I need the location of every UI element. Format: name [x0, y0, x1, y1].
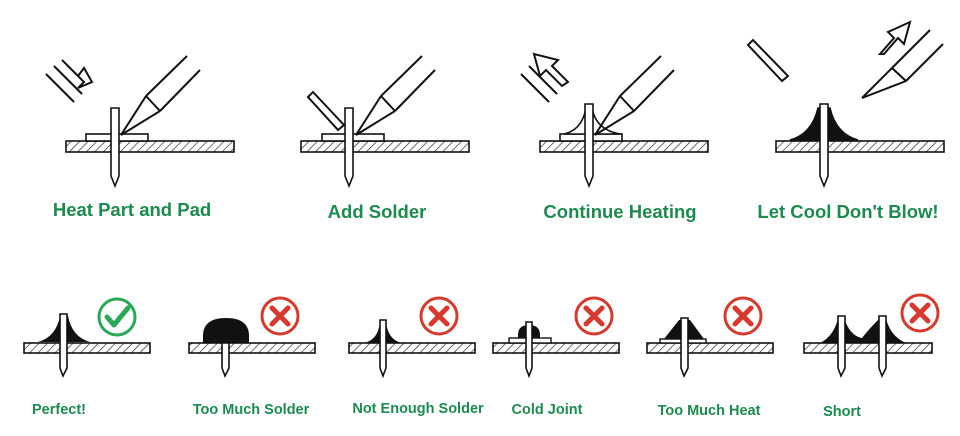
step-let-cool-illustration [746, 20, 945, 189]
step-heat-illustration [45, 55, 235, 189]
result-label-perfect: Perfect! [32, 402, 86, 418]
soldering-iron-icon [594, 55, 675, 136]
component-lead [837, 315, 846, 378]
result-cold-joint-illustration [492, 321, 620, 379]
circuit-board [188, 342, 316, 354]
step-label-add-solder: Add Solder [327, 201, 427, 222]
result-perfect-illustration [23, 313, 151, 378]
cross-icon [900, 293, 940, 333]
component-lead [221, 342, 230, 378]
component-lead [525, 321, 533, 379]
iron-removed-arrow-icon [877, 20, 912, 55]
result-label-too-much-heat: Too Much Heat [657, 403, 761, 419]
step-label-let-cool: Let Cool Don't Blow! [757, 201, 939, 222]
cross-icon [723, 296, 763, 336]
result-too-much-solder-illustration [188, 318, 316, 378]
result-too-much-heat-illustration [646, 317, 774, 378]
step-label-heat: Heat Part and Pad [52, 199, 212, 220]
step-add-solder-illustration [300, 55, 470, 189]
component-lead [59, 313, 68, 378]
component-lead [110, 107, 120, 189]
circuit-board [492, 342, 620, 354]
step-continue-heating-illustration [520, 52, 709, 189]
cross-icon [574, 296, 614, 336]
solder-wire-icon [306, 90, 346, 132]
cross-icon [419, 296, 459, 336]
component-lead [819, 103, 829, 189]
circuit-board [775, 140, 945, 153]
circuit-board [539, 140, 709, 153]
result-label-not-enough-solder: Not Enough Solder [352, 401, 484, 417]
component-lead [680, 317, 689, 378]
heat-arrow-icon [45, 59, 94, 103]
result-label-cold-joint: Cold Joint [511, 402, 583, 418]
solder-wire-icon [746, 38, 790, 83]
circuit-board [348, 342, 476, 354]
result-short-illustration [803, 315, 933, 378]
solder-bridge [820, 318, 906, 343]
solder-blob [203, 318, 249, 343]
soldering-iron-icon [861, 29, 944, 99]
cross-icon [260, 296, 300, 336]
component-lead [379, 319, 387, 379]
soldering-iron-icon [355, 55, 436, 136]
component-lead [584, 103, 594, 189]
step-label-continue-heating: Continue Heating [543, 201, 697, 222]
soldering-iron-icon [120, 55, 201, 136]
result-label-short: Short [823, 404, 861, 420]
check-icon [97, 297, 137, 337]
result-not-enough-solder-illustration [348, 319, 476, 379]
result-label-too-much-solder: Too Much Solder [192, 402, 310, 418]
component-lead [344, 107, 354, 189]
component-lead [878, 315, 887, 378]
circuit-board [803, 342, 933, 354]
circuit-board [646, 342, 774, 354]
circuit-board [23, 342, 151, 354]
retract-arrow-icon [520, 52, 570, 103]
circuit-board [65, 140, 235, 153]
circuit-board [300, 140, 470, 153]
